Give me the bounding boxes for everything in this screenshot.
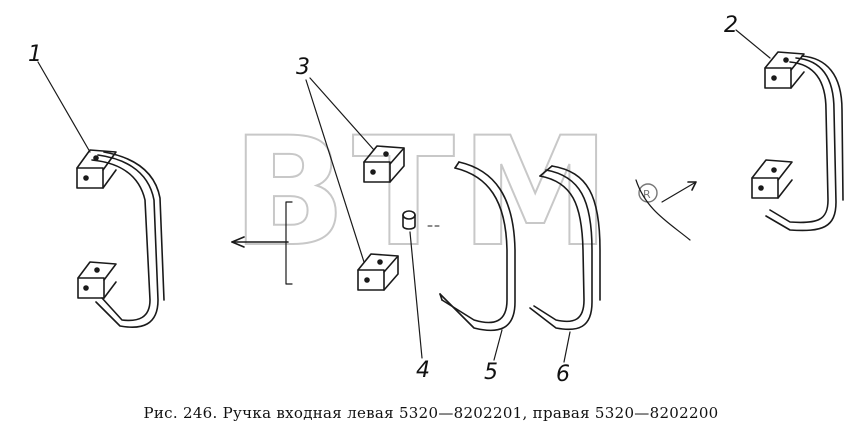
bracket-part-upper bbox=[363, 145, 405, 183]
bracket-part-lower bbox=[357, 253, 399, 291]
callout-2: 2 bbox=[724, 13, 738, 38]
strip-part bbox=[439, 161, 516, 332]
handle-right-part bbox=[751, 51, 844, 232]
watermark-logo: BTM bbox=[231, 106, 616, 280]
handle-left-part bbox=[76, 149, 165, 329]
assembly-pointer bbox=[635, 179, 697, 241]
callout-6: 6 bbox=[556, 362, 570, 387]
figure-caption: Рис. 246. Ручка входная левая 5320—82022… bbox=[143, 404, 719, 422]
callout-1: 1 bbox=[28, 42, 42, 67]
pad-part bbox=[529, 165, 601, 331]
callout-5: 5 bbox=[484, 360, 498, 385]
fastener-part bbox=[402, 210, 416, 230]
callout-4: 4 bbox=[416, 358, 430, 383]
callout-3: 3 bbox=[296, 55, 310, 80]
direction-arrow bbox=[231, 201, 293, 285]
svg-text:R: R bbox=[643, 188, 651, 201]
